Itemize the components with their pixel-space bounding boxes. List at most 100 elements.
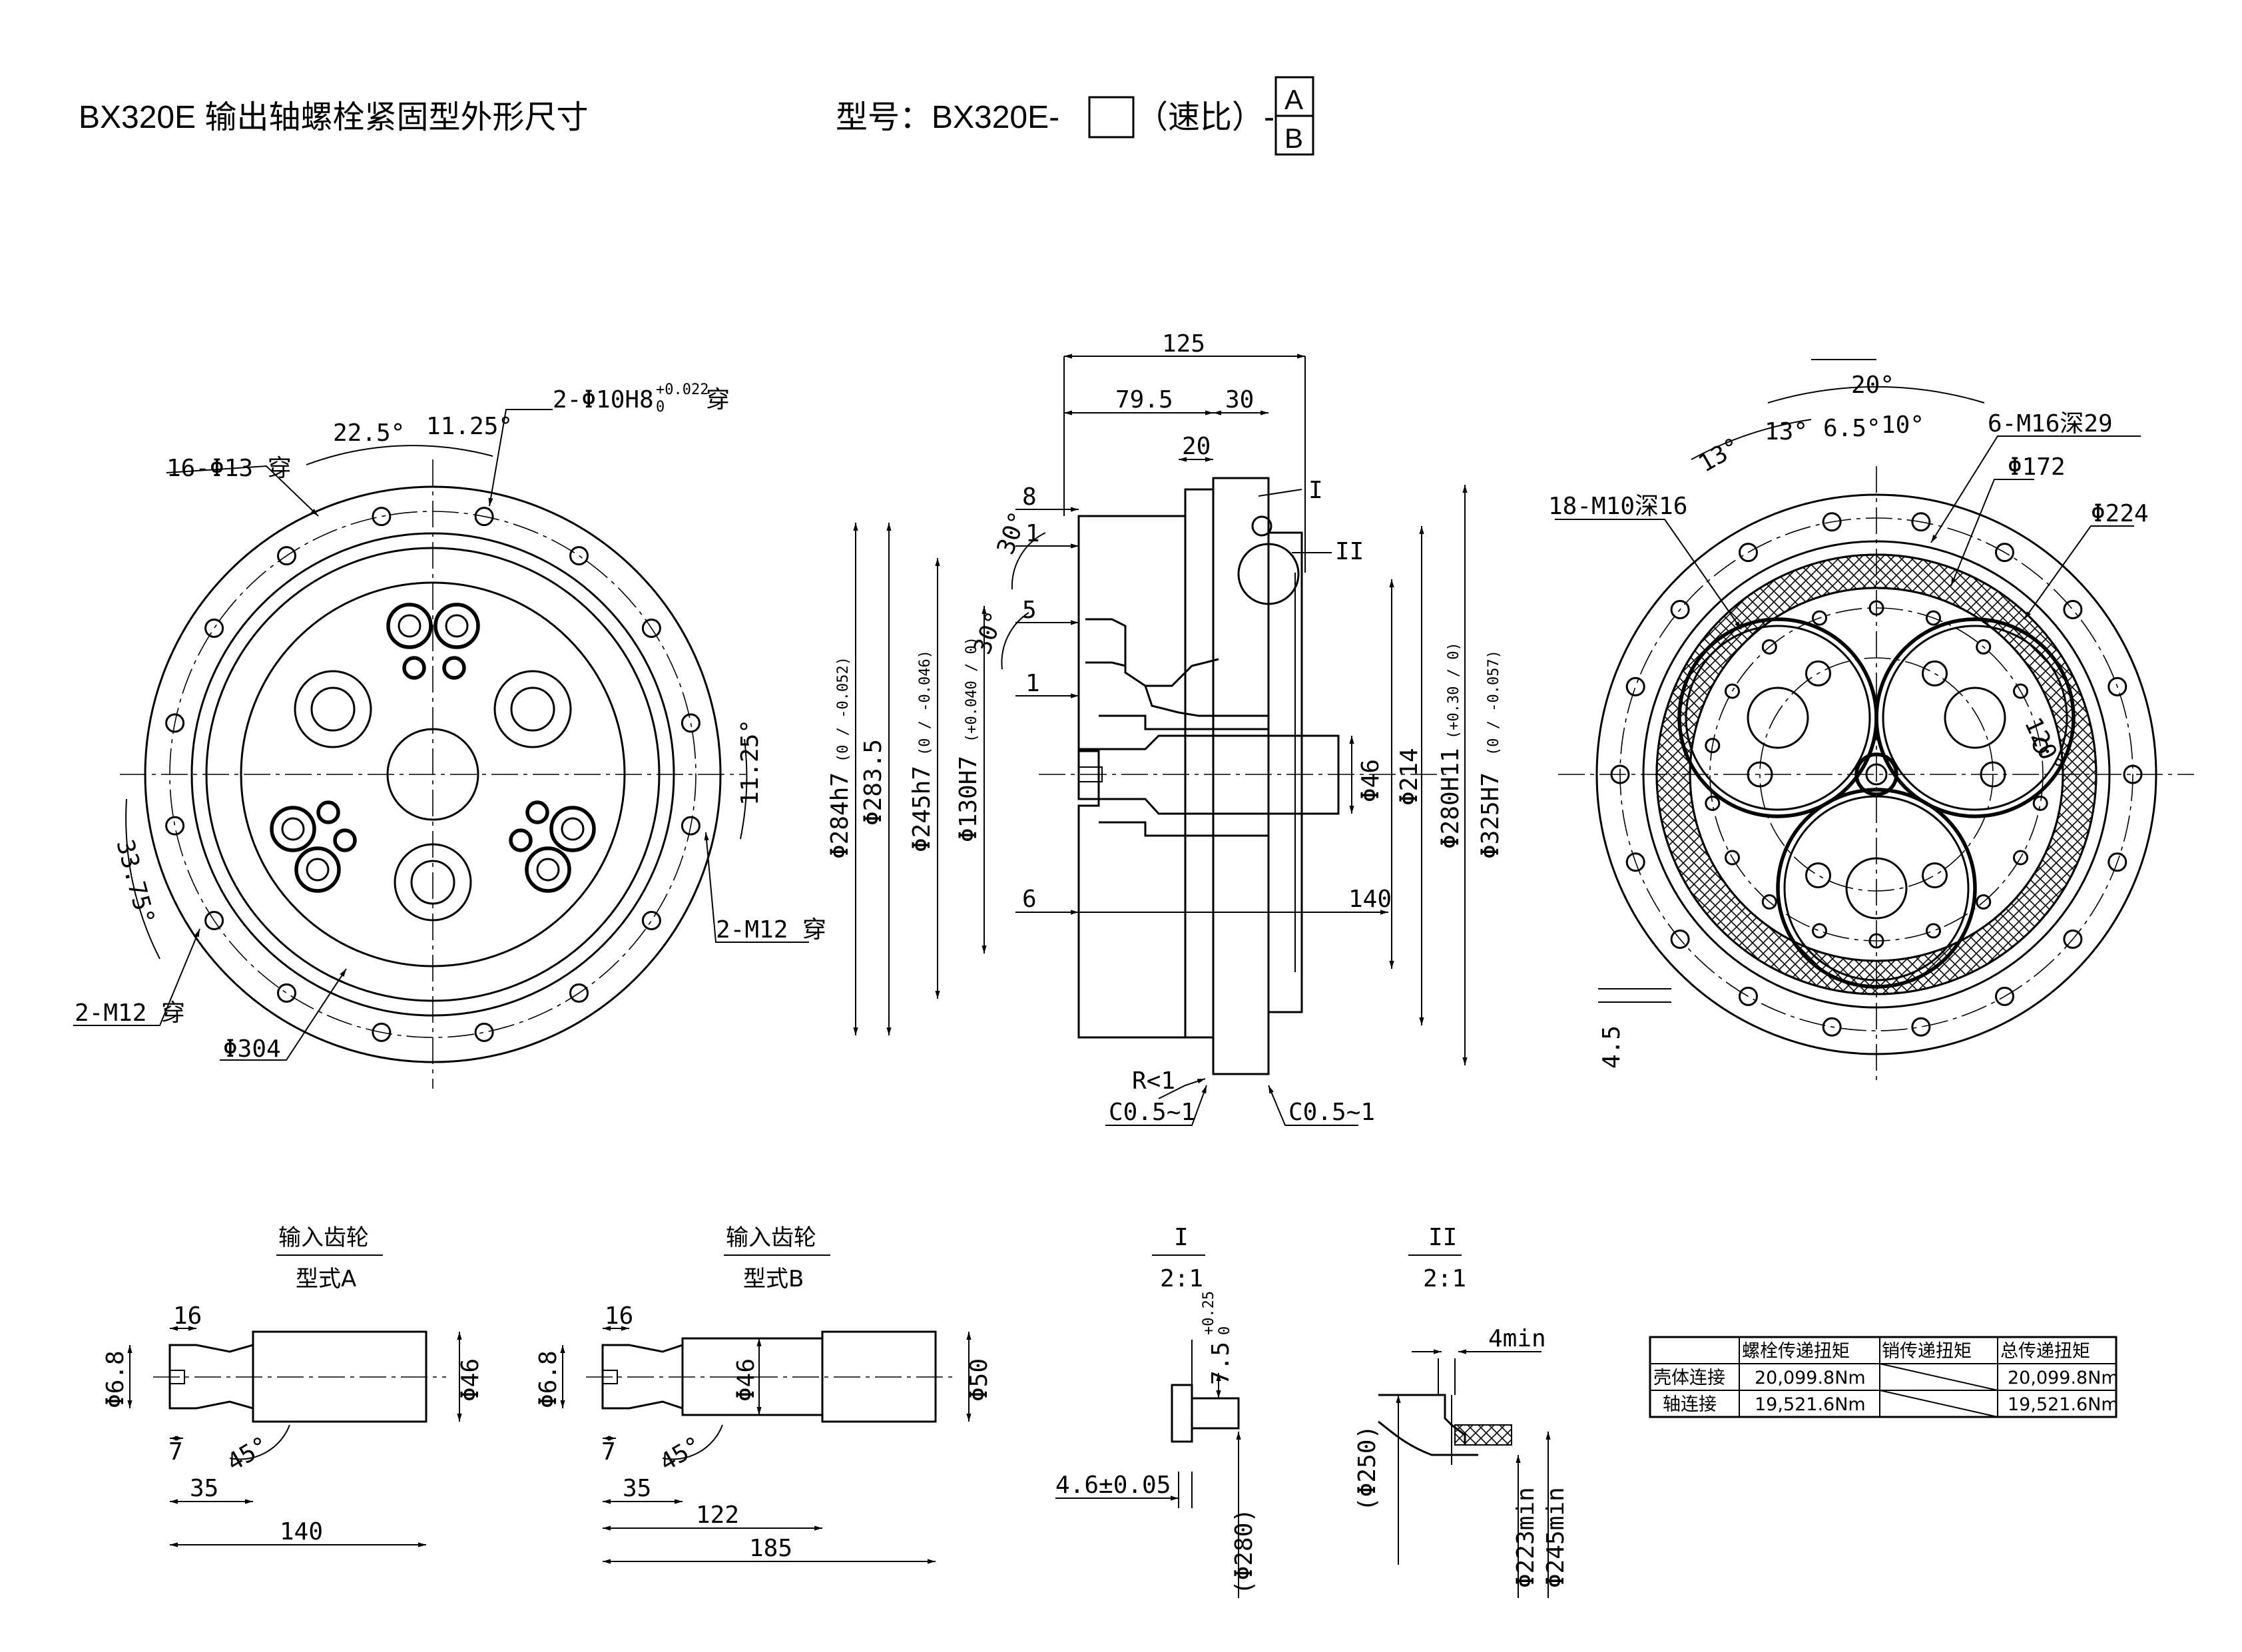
gear-a-phi6-8: Φ6.8 — [102, 1350, 129, 1408]
label-angle-33-75: 33.75° — [111, 837, 159, 928]
gear-b-type: 型式B — [743, 1266, 804, 1292]
dim-phi284-tol: (0 / -0.052) — [835, 657, 852, 762]
label-phi224: Φ224 — [2091, 500, 2149, 527]
dim-phi46: Φ46 — [1357, 759, 1384, 802]
inner-hole — [1761, 639, 1777, 655]
detail-1-phi280: (Φ280) — [1231, 1508, 1258, 1595]
dim-1b: 1 — [1025, 670, 1040, 697]
table-header-total: 总传递扭矩 — [2000, 1341, 2090, 1362]
dim-79-5: 79.5 — [1115, 386, 1173, 413]
tapped-hole-m10 — [1670, 930, 1690, 949]
dim-phi214: Φ214 — [1396, 748, 1423, 806]
tapped-hole-m10 — [2123, 764, 2143, 784]
dim-phi245: Φ245h7 — [908, 766, 936, 852]
angle-10: 10° — [1881, 412, 1924, 439]
detail-1-scale: 2:1 — [1160, 1265, 1203, 1292]
bolt-hole — [372, 1022, 392, 1042]
gear-b-d35: 35 — [623, 1475, 651, 1502]
dim-phi283-5: Φ283.5 — [860, 739, 887, 826]
inner-hole — [1705, 795, 1721, 811]
detail-2: II 2:1 4min (Φ250) Φ223min Φ245min — [1354, 1224, 1569, 1598]
detail-1-depth-tol-upper: +0.25 — [1201, 1291, 1217, 1335]
tapped-hole-m10 — [1610, 764, 1630, 784]
option-a: A — [1284, 84, 1303, 115]
bolt-hole — [569, 983, 589, 1003]
dim-1a: 1 — [1025, 520, 1040, 547]
inner-hole — [1976, 894, 1992, 910]
bolt-hole — [474, 507, 494, 527]
table-row-housing-total: 20,099.8Nm — [2008, 1368, 2119, 1388]
bolt-hole — [277, 546, 296, 566]
table-header-bolt: 螺栓传递扭矩 — [1742, 1341, 1850, 1362]
label-diameter-304: Φ304 — [223, 1035, 281, 1063]
detail-2-phi223: Φ223min — [1512, 1487, 1540, 1588]
gear-a-type: 型式A — [296, 1266, 356, 1292]
gear-b-d16: 16 — [605, 1302, 633, 1330]
detail-mark-1: I — [1308, 477, 1323, 504]
detail-2-scale: 2:1 — [1423, 1265, 1466, 1292]
bolt-hole — [204, 911, 224, 930]
detail-1-title: I — [1174, 1224, 1189, 1251]
gear-a: 输入齿轮 型式A 16 7 35 140 45° Φ6.8 Φ46 — [102, 1225, 484, 1547]
dim-5: 5 — [1022, 597, 1037, 624]
detail-1-width: 4.6±0.05 — [1055, 1472, 1171, 1499]
ratio-label: （速比）- — [1136, 100, 1274, 135]
dim-phi280-tol: (+0.30 / 0) — [1446, 642, 1462, 739]
ratio-box — [1088, 96, 1135, 138]
inner-hole — [1976, 639, 1992, 655]
inner-hole — [2032, 738, 2048, 754]
inner-hole — [1725, 850, 1740, 866]
dim-phi130: Φ130H7 — [955, 756, 982, 842]
label-pin-tol-upper: +0.022 — [656, 382, 708, 398]
dim-phi325: Φ325H7 — [1477, 772, 1504, 859]
label-tap-left: 2-M12 穿 — [75, 999, 185, 1027]
gear-b-phi6-8: Φ6.8 — [535, 1350, 562, 1408]
tapped-hole-m10 — [1739, 986, 1758, 1006]
table-row-housing-label: 壳体连接 — [1653, 1368, 1725, 1388]
tapped-hole-m10 — [2063, 600, 2083, 619]
inner-hole — [2013, 683, 2028, 699]
bolt-hole — [474, 1022, 494, 1042]
dim-140: 140 — [1348, 886, 1392, 913]
bolt-hole — [204, 619, 224, 638]
dim-phi280: Φ280H11 — [1437, 748, 1464, 849]
bolt-hole — [569, 546, 589, 566]
dim-phi284: Φ284h7 — [826, 772, 854, 859]
tapped-hole-m10 — [1995, 543, 2014, 563]
inner-hole — [1761, 894, 1777, 910]
dim-6: 6 — [1022, 886, 1037, 913]
tapped-hole-m10 — [1911, 512, 1931, 532]
detail-1-depth: 7.5 — [1207, 1342, 1235, 1385]
tapped-hole-m16 — [1980, 761, 2006, 788]
bolt-hole — [372, 507, 392, 527]
front-view: 16-Φ13 穿 22.5° 11.25° 2-Φ10H8 +0.022 0 穿… — [73, 382, 826, 1089]
rear-view: 20° 13° 13° 6.5° 10° 120° 6-M16深29 18-M1… — [1548, 359, 2194, 1085]
label-tap-m10: 18-M10深16 — [1548, 493, 1687, 520]
tapped-hole-m16 — [1805, 660, 1831, 687]
inner-hole — [1812, 610, 1827, 626]
tapped-hole-m10 — [1822, 512, 1842, 532]
inner-hole — [1812, 923, 1827, 939]
label-tap-right: 2-M12 穿 — [716, 916, 826, 944]
gear-b-d7: 7 — [601, 1438, 616, 1466]
label-pin-suffix: 穿 — [706, 386, 730, 413]
detail-2-min4: 4min — [1488, 1325, 1546, 1352]
section-view: 125 79.5 30 20 8 1 5 1 6 140 30° 30° Φ28… — [826, 330, 1504, 1126]
angle-20: 20° — [1851, 372, 1894, 399]
gear-b-a45: 45° — [655, 1432, 706, 1477]
tapped-hole-m10 — [1670, 600, 1690, 619]
torque-table: 螺栓传递扭矩 销传递扭矩 总传递扭矩 壳体连接 20,099.8Nm 20,09… — [1649, 1336, 2119, 1418]
dim-phi325-tol: (0 / -0.057) — [1486, 650, 1502, 756]
gear-b-phi46: Φ46 — [732, 1358, 760, 1402]
label-c05-left: C0.5~1 — [1109, 1099, 1195, 1126]
label-tap-m16: 6-M16深29 — [1988, 410, 2113, 437]
inner-hole — [2032, 795, 2048, 811]
bolt-hole — [165, 713, 185, 733]
label-angle-11-25-top: 11.25° — [426, 413, 513, 440]
gear-b-d122: 122 — [696, 1502, 739, 1529]
angle-30a: 30° — [992, 508, 1033, 558]
tapped-hole-m10 — [1625, 852, 1645, 872]
tapped-hole-m10 — [1911, 1017, 1931, 1037]
inner-hole — [2013, 850, 2028, 866]
table-row-shaft-bolt: 19,521.6Nm — [1755, 1394, 1866, 1415]
